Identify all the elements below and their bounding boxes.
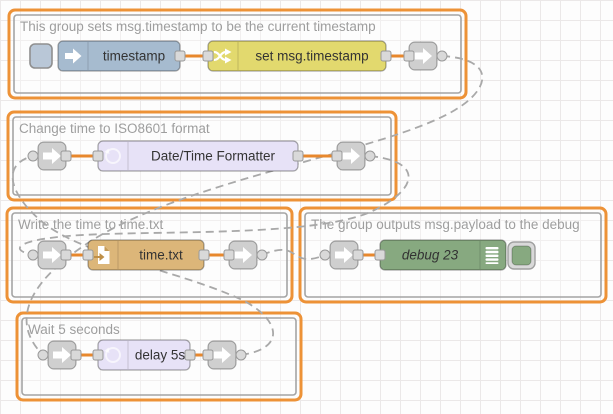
node-label: delay 5s: [135, 348, 186, 363]
node-change-set-timestamp[interactable]: set msg.timestamp: [207, 40, 387, 72]
node-link-in-2[interactable]: [37, 141, 67, 171]
timer-icon: [104, 347, 121, 363]
node-label: Date/Time Formatter: [151, 149, 276, 164]
link-out-icon: [234, 247, 252, 263]
node-ports[interactable]: [27, 50, 448, 361]
node-debug-23[interactable]: debug 23: [379, 239, 507, 271]
group-label: Write the time to time.txt: [18, 217, 164, 232]
group-label: This group sets msg.timestamp to be the …: [20, 19, 376, 34]
node-label: time.txt: [139, 248, 183, 263]
node-link-out-1[interactable]: [408, 41, 438, 71]
node-datetime-formatter[interactable]: Date/Time Formatter: [97, 140, 299, 172]
node-link-out-2[interactable]: [336, 141, 366, 171]
link-out-icon: [342, 148, 360, 164]
inject-icon: [65, 48, 82, 64]
change-shuffle-icon: [213, 48, 232, 64]
file-out-icon: [94, 246, 110, 264]
node-link-out-3[interactable]: [228, 240, 258, 270]
node-label: debug 23: [402, 248, 459, 263]
node-link-in-3[interactable]: [37, 240, 67, 270]
node-inject-timestamp[interactable]: timestamp: [57, 40, 181, 72]
node-delay-5s[interactable]: delay 5s: [97, 339, 191, 371]
link-wire-format-to-file[interactable]: [19, 155, 410, 256]
link-in-icon: [53, 347, 71, 363]
link-out-icon: [213, 347, 231, 363]
node-label: set msg.timestamp: [255, 49, 368, 64]
group-label: The group outputs msg.payload to the deb…: [311, 217, 580, 232]
timer-icon: [104, 148, 121, 164]
debug-sidebar-icon: [485, 247, 499, 264]
link-in-icon: [335, 247, 353, 263]
link-wire-file-to-debug[interactable]: [261, 249, 326, 260]
debug-toggle-button[interactable]: [507, 241, 536, 270]
link-in-icon: [43, 148, 61, 164]
link-in-icon: [43, 247, 61, 263]
link-out-icon: [414, 48, 432, 64]
group-label: Change time to ISO8601 format: [19, 121, 210, 136]
link-wire-timestamp-to-wait[interactable]: [25, 55, 484, 356]
node-label: timestamp: [103, 49, 165, 64]
inject-button[interactable]: [29, 43, 53, 69]
node-file-time-txt[interactable]: time.txt: [87, 239, 205, 271]
group-label: Wait 5 seconds: [28, 322, 120, 337]
